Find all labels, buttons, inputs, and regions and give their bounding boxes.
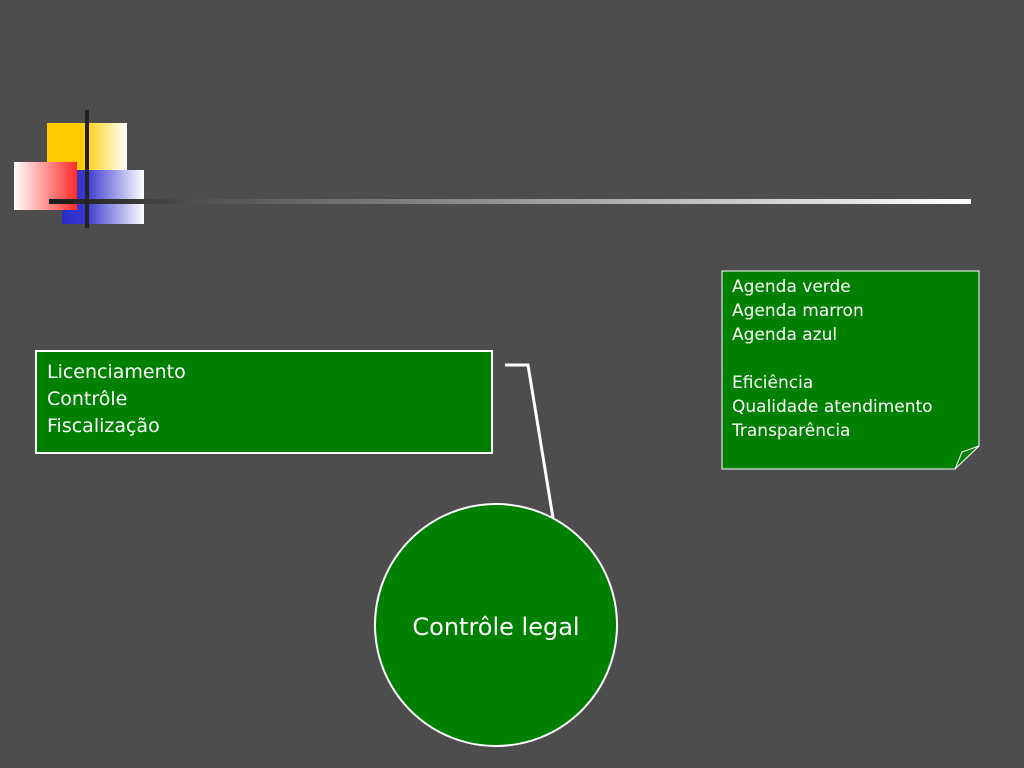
circle-node [374,503,618,747]
note-line [732,347,972,371]
note-line: Qualidade atendimento [732,397,933,417]
decorative-vertical-bar [85,110,89,228]
note-line: Transparência [732,421,851,441]
box-line: Fiscalização [47,415,160,437]
note-shape [721,270,980,470]
agenda-note: Agenda verde Agenda marron Agenda azul E… [732,275,972,443]
note-line: Eficiência [732,373,814,393]
note-line: Agenda azul [732,325,838,345]
box-line: Contrôle [47,388,128,410]
connector-line [505,363,555,519]
decorative-horizontal-rule [49,199,971,204]
note-line: Agenda verde [732,277,851,297]
licensing-box: Licenciamento Contrôle Fiscalização [35,350,493,454]
note-line: Agenda marron [732,301,864,321]
circle-label: Contrôle legal [412,613,580,641]
note-fold [954,445,980,470]
box-line: Licenciamento [47,361,186,383]
